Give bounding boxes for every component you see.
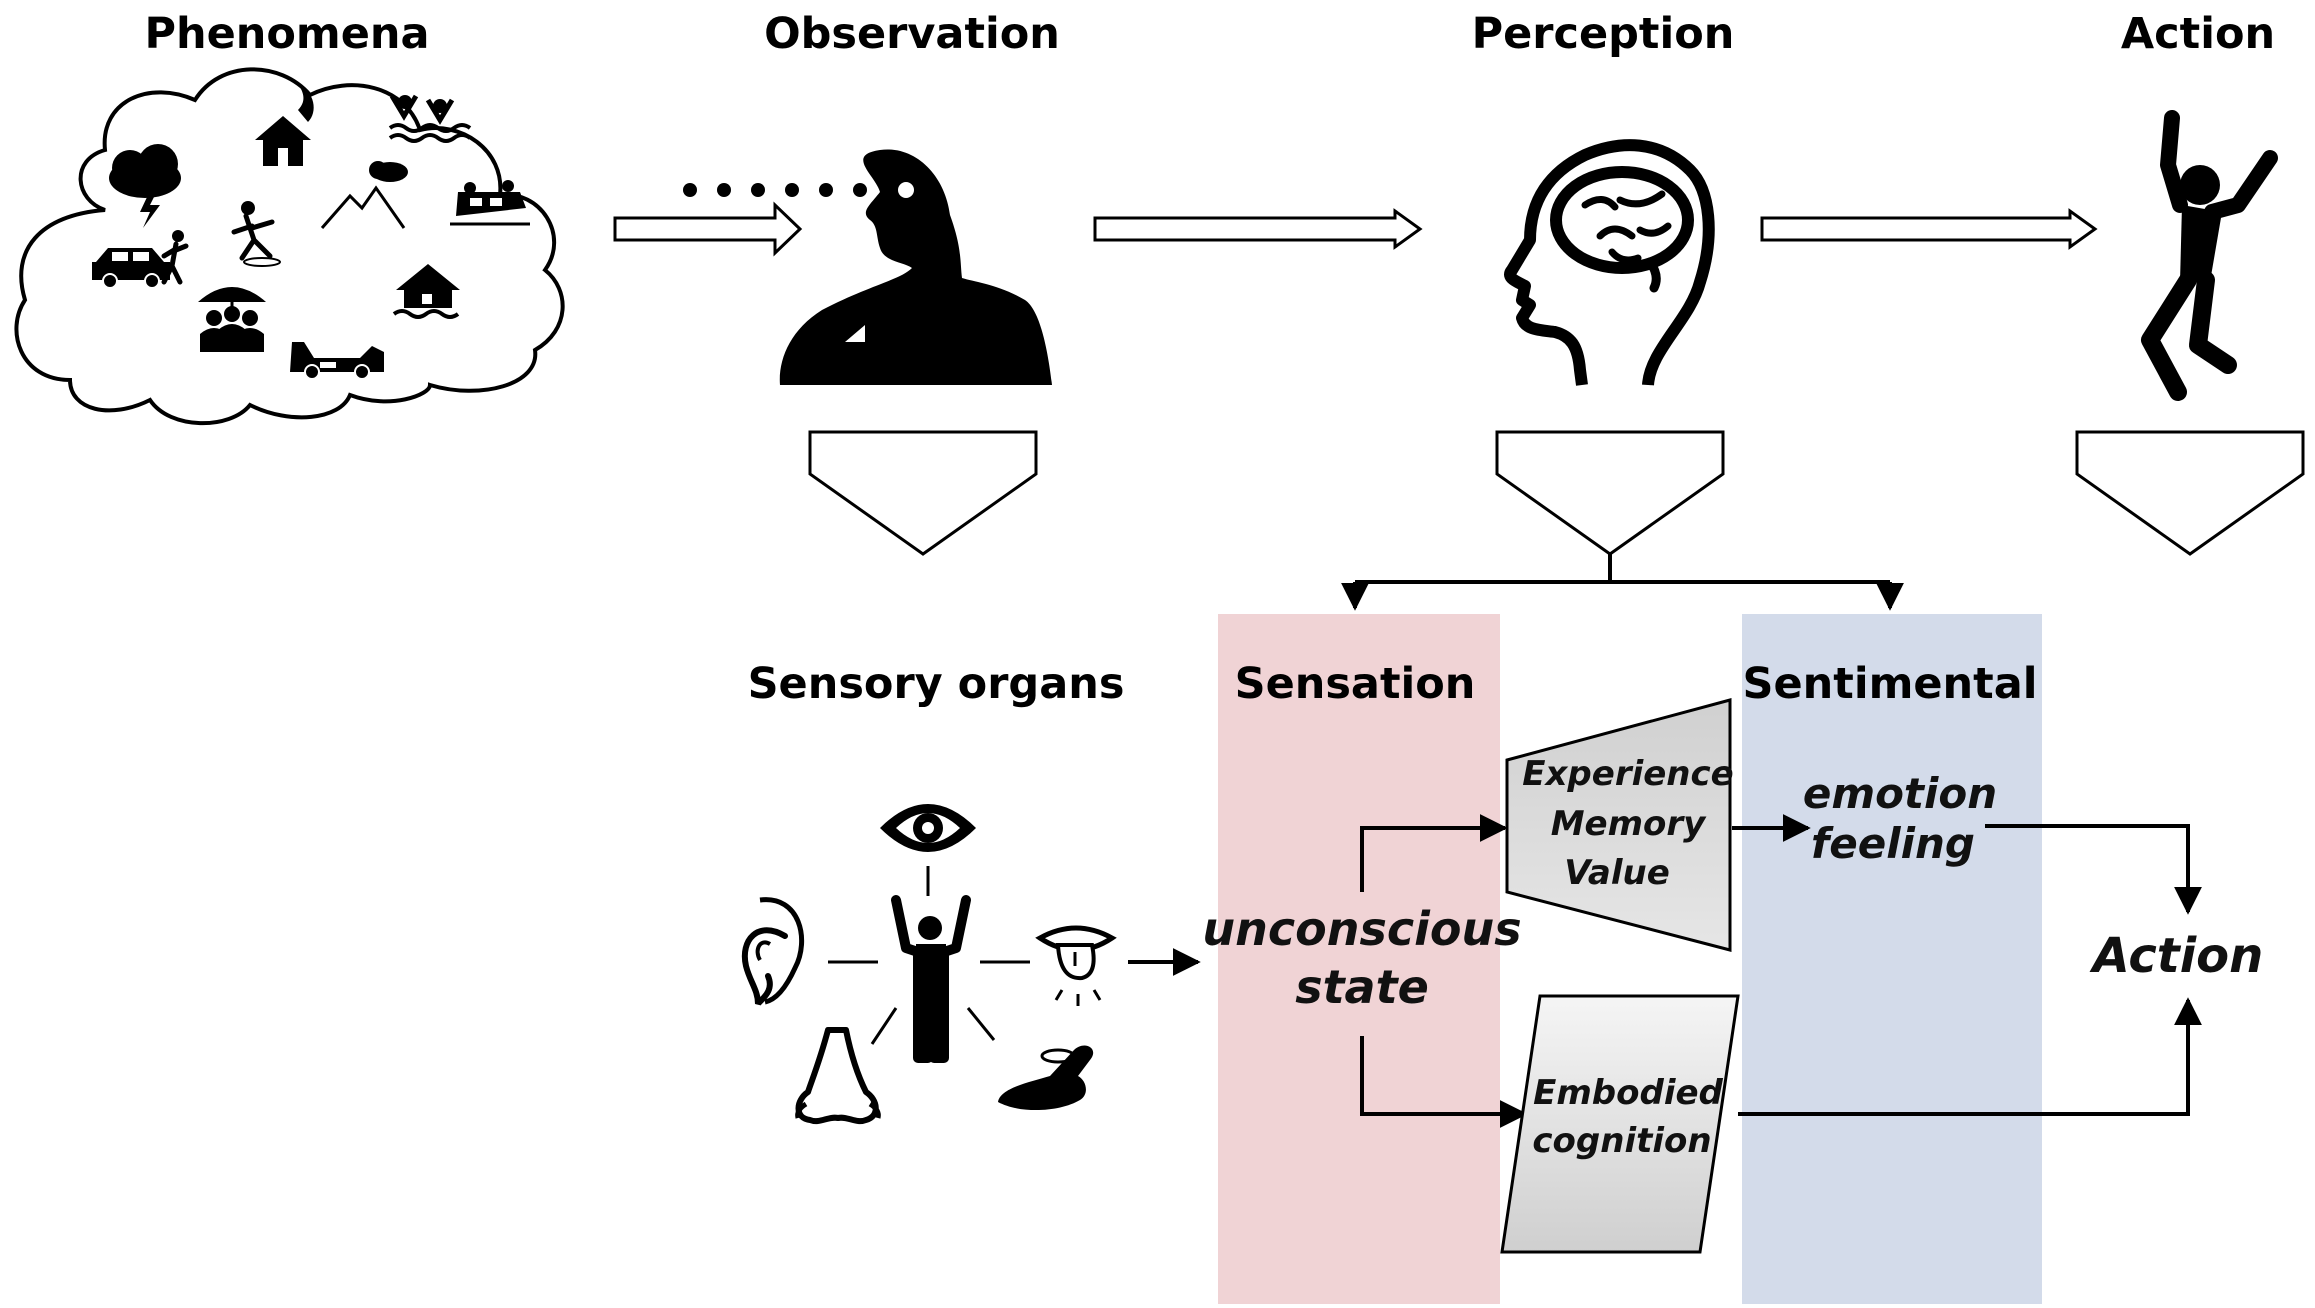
observer-icon — [779, 149, 1052, 385]
overturned-car-icon — [450, 180, 530, 226]
experience-label: Experience — [1522, 754, 1733, 794]
arrow-embodied-to-action — [1738, 997, 2202, 1116]
stage-phenomena: Phenomena — [144, 9, 429, 59]
down-pointer-action — [2075, 430, 2305, 556]
arrow-observation-to-perception — [1093, 208, 1423, 250]
eye-icon — [880, 804, 976, 852]
volcano-icon — [320, 161, 408, 229]
final-action-label: Action — [2089, 928, 2264, 984]
sensation-heading: Sensation — [1235, 659, 1476, 709]
flooded-house-icon — [392, 264, 460, 319]
ear-icon — [741, 897, 805, 1006]
sensory-organs-heading: Sensory organs — [748, 659, 1125, 709]
person-figure — [891, 895, 971, 1063]
memory-label: Memory — [1551, 804, 1707, 844]
crashed-car-icon — [290, 342, 384, 380]
gaze-dots — [683, 183, 867, 197]
sentimental-band — [1742, 614, 2042, 1304]
down-pointer-perception — [1495, 430, 1725, 556]
five-senses-icon — [741, 804, 1117, 1125]
storm-icon — [109, 144, 181, 228]
sensation-band — [1218, 614, 1500, 1304]
embodied-label: Embodied — [1533, 1073, 1723, 1113]
stage-perception: Perception — [1472, 9, 1735, 59]
nose-icon — [795, 1027, 881, 1125]
umbrella-people-icon — [198, 287, 266, 352]
arrow-perception-to-action — [1760, 208, 2098, 250]
tongue-mouth-icon — [1035, 925, 1117, 1006]
burning-house-icon — [255, 84, 314, 166]
feeling-label: feeling — [1811, 819, 1975, 868]
arrow-unconscious-to-embodied — [1360, 1036, 1528, 1128]
brain-head-icon — [1504, 139, 1715, 386]
cognition-label: cognition — [1532, 1121, 1711, 1161]
unconscious-label-line1: unconscious — [1202, 902, 1521, 956]
down-pointer-observation — [808, 430, 1038, 556]
slipping-person-icon — [231, 201, 281, 267]
sentimental-heading: Sentimental — [1743, 659, 2038, 709]
perception-split-arrows — [1341, 554, 1904, 611]
stage-action: Action — [2121, 9, 2275, 59]
cloud-icon — [14, 67, 565, 426]
car-accident-icon — [92, 230, 189, 289]
experience-memory-value-box — [1505, 698, 1732, 952]
arrow-phenomena-to-observation — [613, 201, 803, 257]
jumping-person-icon — [2141, 110, 2278, 401]
touch-hand-icon — [998, 1045, 1094, 1111]
emotion-label: emotion — [1803, 769, 1997, 818]
arrow-unconscious-to-experience — [1360, 814, 1508, 892]
embodied-cognition-box — [1500, 994, 1740, 1254]
unconscious-label-line2: state — [1295, 960, 1429, 1014]
stage-observation: Observation — [764, 9, 1060, 59]
arrow-emotion-to-action — [1985, 824, 2202, 915]
flood-people-icon — [388, 94, 472, 143]
value-label: Value — [1564, 853, 1670, 893]
